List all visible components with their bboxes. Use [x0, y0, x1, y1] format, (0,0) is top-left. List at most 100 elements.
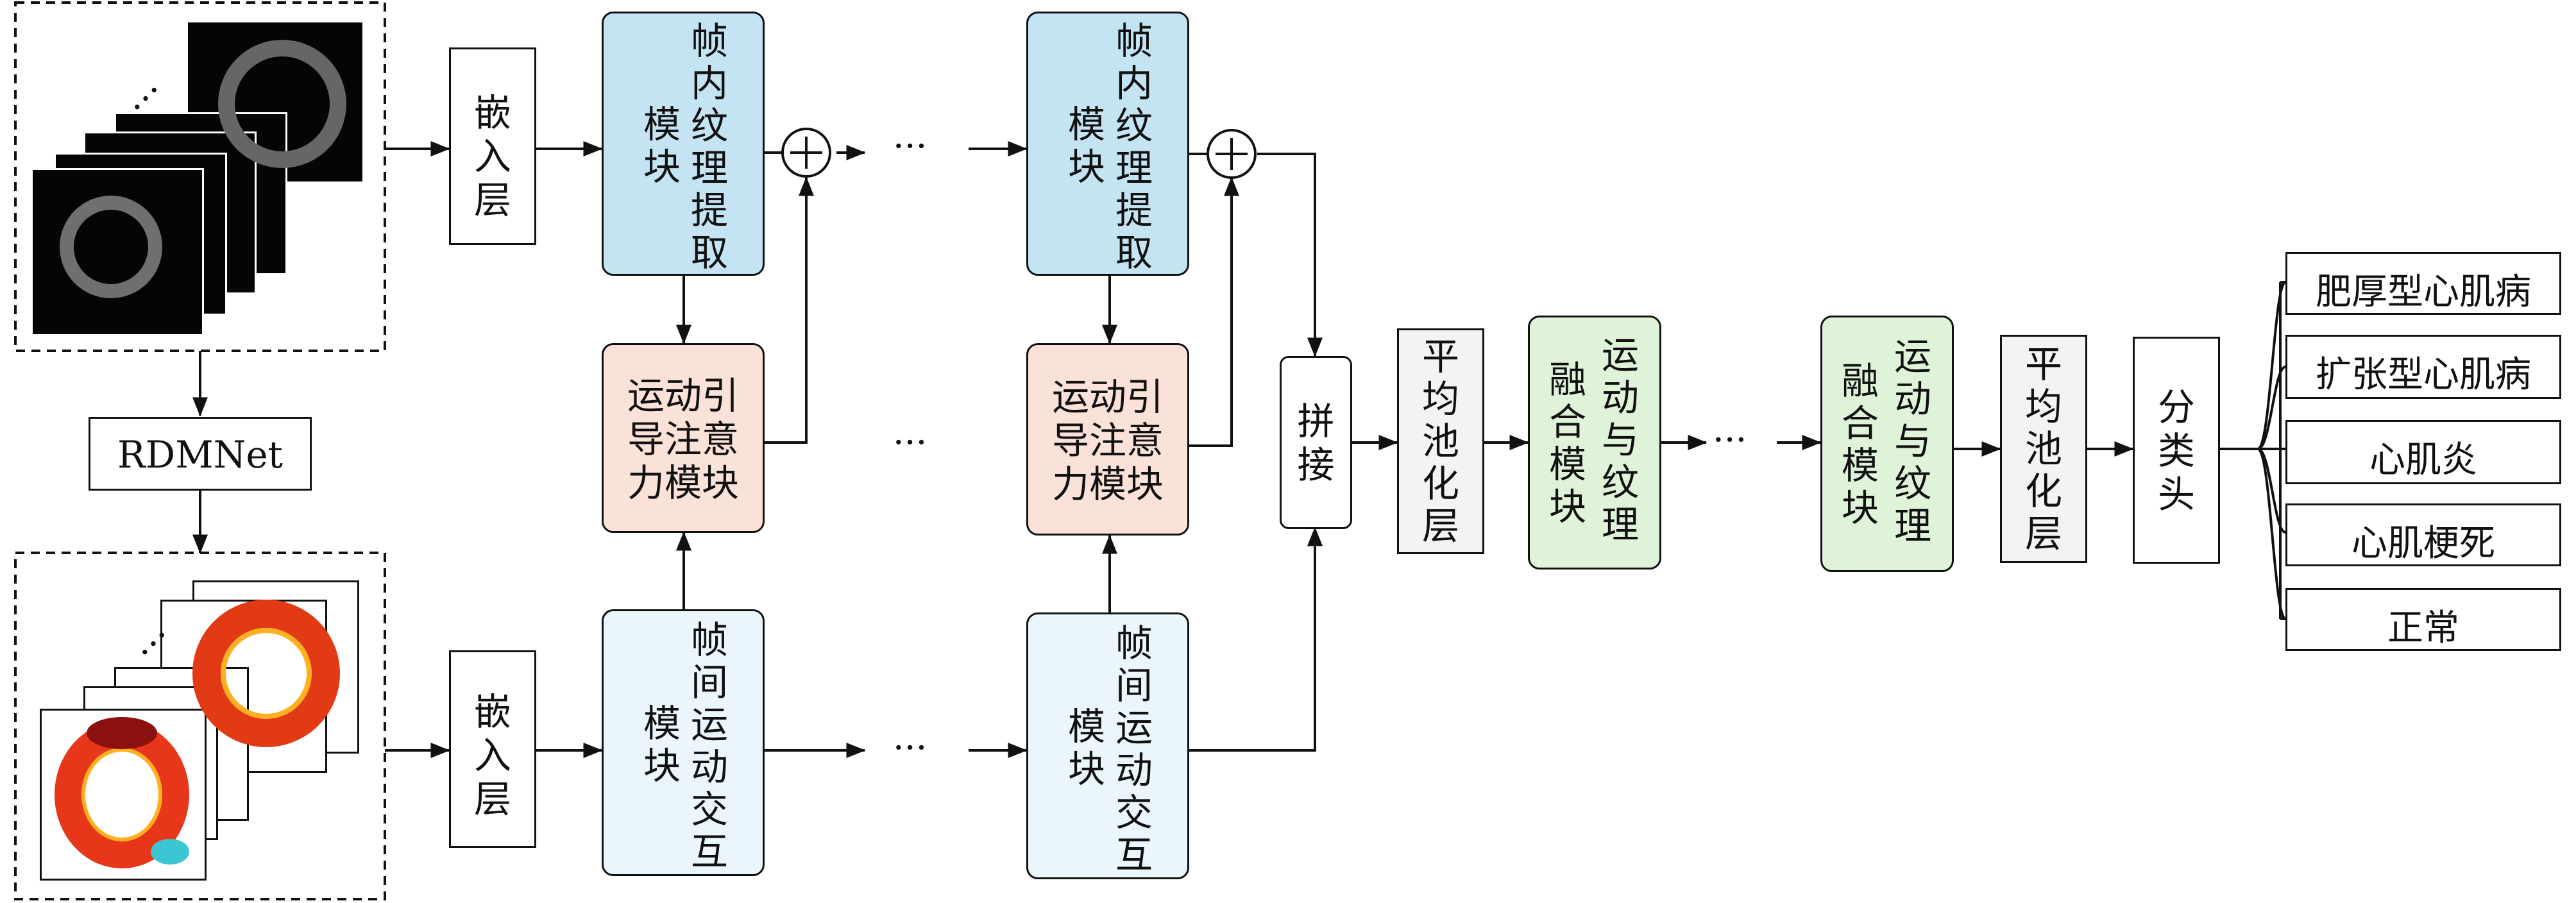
embedding-layer-bottom-char: 层	[473, 777, 511, 821]
class-label: 正常	[2387, 607, 2459, 649]
concat-char: 拼	[1297, 400, 1335, 443]
fusion-col2-char: 动	[1602, 376, 1640, 419]
motion-col2-char: 运	[691, 703, 729, 747]
attention-line: 导注意	[1051, 419, 1164, 462]
texture-col1-char: 块	[1068, 145, 1106, 189]
pool-char: 平	[2024, 342, 2062, 386]
fusion-col2-char: 运	[1602, 333, 1640, 377]
concat-block: 拼 接	[1280, 356, 1352, 529]
fusion-col1-char: 融	[1842, 359, 1879, 403]
fusion-col2-char: 纹	[1602, 460, 1640, 504]
myocardium-ring	[60, 196, 162, 298]
inter-frame-motion-module-1: 模 块 帧 间 运 动 交 互	[602, 609, 765, 876]
pool-char: 均	[1421, 377, 1459, 421]
attention-line: 力模块	[627, 461, 739, 505]
embedding-layer-bottom: 嵌 入 层	[449, 650, 536, 848]
embedding-layer-bottom-char: 嵌	[473, 690, 511, 734]
texture-col2-char: 内	[691, 62, 729, 105]
fusion-ellipsis: ···	[1713, 419, 1747, 461]
fusion-col2-char: 理	[1602, 503, 1640, 546]
texture-col2-char: 理	[1115, 146, 1153, 190]
avg-pool-layer-1: 平 均 池 化 层	[1397, 328, 1484, 554]
motion-texture-fusion-module-2: 融 合 模 块 运 动 与 纹 理	[1820, 316, 1954, 572]
fusion-col2-char: 纹	[1894, 462, 1932, 505]
class-label: 心肌梗死	[2351, 523, 2495, 564]
pool-char: 化	[2024, 469, 2062, 513]
texture-col1-char: 模	[1068, 103, 1106, 146]
motion-col2-char: 交	[691, 788, 729, 831]
pool-char: 平	[1421, 335, 1459, 378]
mri-frame-front	[31, 168, 204, 336]
myocardium-ring	[218, 40, 346, 168]
motion-col2-char: 互	[691, 830, 729, 873]
attention-line: 运动引	[1051, 375, 1164, 419]
pool-char: 化	[1421, 462, 1459, 505]
motion-guided-attention-module-2: 运动引 导注意 力模块	[1026, 343, 1189, 536]
motion-col2-char: 互	[1115, 833, 1153, 877]
class-dcm: 扩张型心肌病	[2285, 335, 2561, 399]
concat-char: 接	[1297, 443, 1335, 487]
texture-col2-char: 提	[1115, 189, 1153, 232]
motion-col2-char: 间	[691, 661, 729, 704]
texture-col2-char: 纹	[691, 104, 729, 148]
fusion-col1-char: 合	[1549, 400, 1587, 444]
pool-char: 池	[2024, 427, 2062, 471]
class-mi: 心肌梗死	[2285, 503, 2561, 566]
fusion-col1-char: 融	[1549, 358, 1587, 401]
texture-col2-char: 提	[691, 189, 729, 232]
heatmap-frame-front	[40, 709, 207, 881]
fusion-col1-char: 模	[1549, 443, 1587, 486]
fusion-col1-char: 合	[1842, 401, 1879, 445]
head-char: 类	[2157, 429, 2195, 473]
class-hcm: 肥厚型心肌病	[2285, 252, 2561, 315]
intra-frame-texture-module-1: 模 块 帧 内 纹 理 提 取	[602, 12, 765, 276]
heatmap-coldspot	[151, 839, 189, 865]
motion-col2-char: 动	[691, 745, 729, 789]
motion-col1-char: 模	[643, 702, 681, 745]
inter-frame-motion-module-2: 模 块 帧 间 运 动 交 互	[1026, 612, 1189, 879]
attention-line: 运动引	[627, 374, 739, 418]
intra-frame-texture-module-2: 模 块 帧 内 纹 理 提 取	[1026, 12, 1189, 276]
head-char: 头	[2157, 473, 2195, 516]
motion-texture-fusion-module-1: 融 合 模 块 运 动 与 纹 理	[1528, 316, 1661, 570]
embedding-layer-top-char: 层	[473, 178, 511, 222]
fusion-col2-char: 运	[1894, 335, 1932, 378]
pool-char: 池	[1421, 419, 1459, 463]
pool-char: 层	[1421, 504, 1459, 548]
motion-col2-char: 帧	[691, 618, 729, 662]
fusion-col2-char: 与	[1602, 418, 1640, 462]
fusion-col2-char: 理	[1894, 504, 1932, 548]
fusion-col1-char: 块	[1549, 485, 1587, 528]
texture-col2-char: 理	[691, 146, 729, 190]
classification-head: 分 类 头	[2133, 337, 2220, 564]
top-ellipsis: ···	[893, 126, 928, 167]
class-myocarditis: 心肌炎	[2285, 420, 2561, 484]
motion-guided-attention-module-1: 运动引 导注意 力模块	[602, 343, 765, 533]
motion-col2-char: 帧	[1115, 621, 1153, 665]
attention-line: 导注意	[627, 418, 739, 461]
avg-pool-layer-2: 平 均 池 化 层	[2000, 335, 2087, 563]
fusion-col2-char: 与	[1894, 419, 1932, 463]
rdmnet-box: RDMNet	[89, 417, 312, 491]
pool-char: 层	[2024, 512, 2062, 555]
motion-col2-char: 动	[1115, 748, 1153, 792]
texture-col2-char: 帧	[691, 19, 729, 63]
heatmap-hotspot	[87, 717, 157, 749]
bottom-ellipsis: ···	[893, 727, 928, 769]
embedding-layer-top-char: 嵌	[473, 91, 511, 135]
pool-char: 均	[2024, 385, 2062, 428]
motion-col1-char: 模	[1068, 705, 1106, 748]
attention-line: 力模块	[1051, 462, 1164, 506]
motion-col2-char: 运	[1115, 706, 1153, 750]
rdmnet-label: RDMNet	[117, 433, 283, 477]
head-char: 分	[2157, 385, 2195, 429]
motion-col2-char: 交	[1115, 791, 1153, 834]
motion-col1-char: 块	[1068, 747, 1106, 791]
fusion-col1-char: 块	[1842, 486, 1879, 530]
texture-col2-char: 取	[691, 231, 729, 274]
embedding-layer-bottom-char: 入	[473, 734, 511, 777]
texture-col2-char: 纹	[1115, 104, 1153, 148]
middle-ellipsis: ···	[893, 422, 928, 464]
heatmap-ring-back	[192, 600, 340, 747]
